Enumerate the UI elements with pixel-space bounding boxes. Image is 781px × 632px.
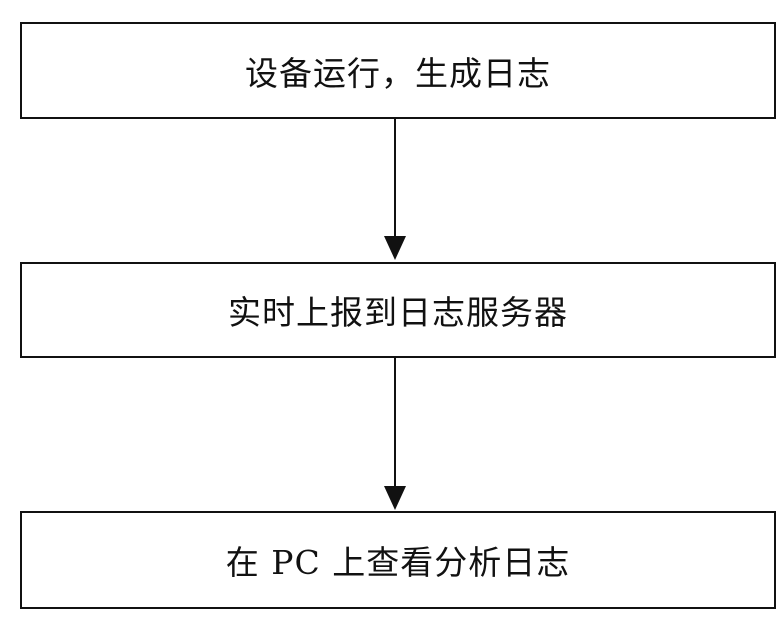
step-box-generate-logs: 设备运行，生成日志: [20, 22, 776, 119]
arrow-2: [384, 358, 406, 510]
step-box-view-on-pc: 在 PC 上查看分析日志: [20, 511, 776, 609]
step-label: 在 PC 上查看分析日志: [225, 543, 571, 582]
arrow-1: [384, 119, 406, 260]
step-label: 设备运行，生成日志: [245, 53, 551, 93]
step-box-report-to-server: 实时上报到日志服务器: [20, 262, 776, 358]
step-label: 实时上报到日志服务器: [228, 293, 568, 332]
